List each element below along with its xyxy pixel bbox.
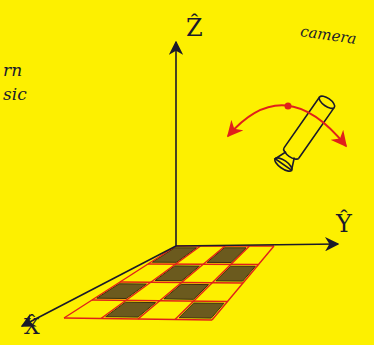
partial-text: rn <box>3 62 22 79</box>
grid-line <box>64 318 212 320</box>
grid-line <box>175 246 250 320</box>
board-square <box>179 303 224 318</box>
camera-label: camera <box>299 24 357 47</box>
y-axis <box>176 244 338 246</box>
grid-line <box>92 300 228 302</box>
grid-line <box>212 246 274 320</box>
checkerboard <box>64 246 274 320</box>
axis-label: Ẑ <box>186 16 203 40</box>
axis-label: Ŷ <box>336 212 352 236</box>
partial-text: sic <box>3 86 27 103</box>
axis-label: X̂ <box>24 316 40 338</box>
z-axis <box>175 42 177 246</box>
pivot-dot <box>285 103 292 110</box>
rotation-arc <box>228 105 346 146</box>
x-axis <box>22 246 176 326</box>
